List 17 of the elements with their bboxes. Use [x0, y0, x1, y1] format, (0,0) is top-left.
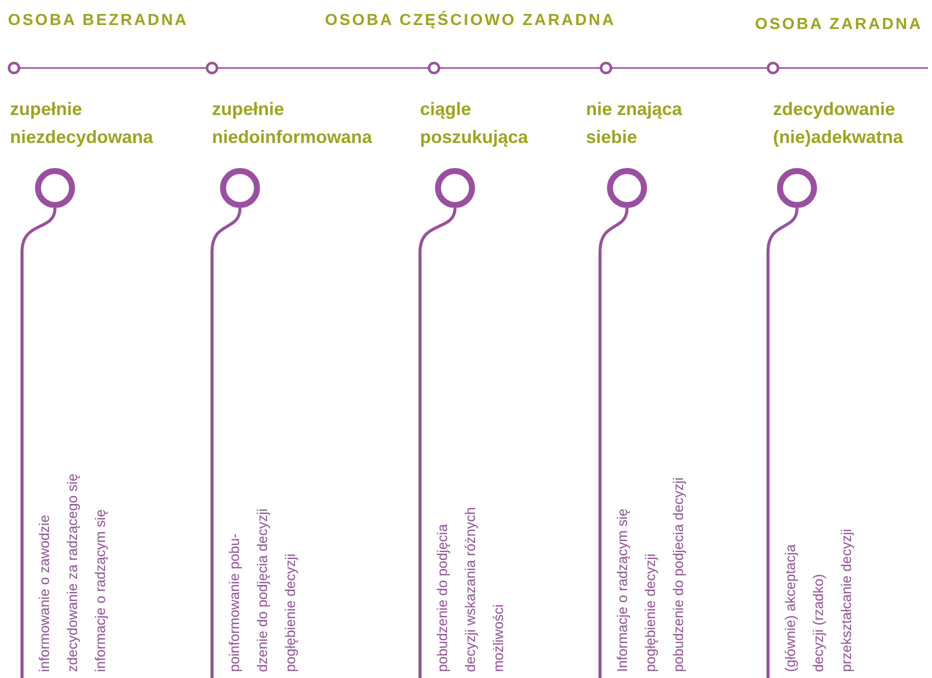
- stage-heading: nie znająca siebie: [586, 98, 684, 149]
- group-heading: OSOBA BEZRADNA: [8, 12, 188, 30]
- group-heading: OSOBA ZARADNA: [755, 16, 923, 34]
- support-text: (głównie) akceptacja decyzji (rzadko) przekształcanie decyzji: [781, 528, 855, 672]
- support-item: pobudzenie do podjecia decyzji: [669, 476, 687, 672]
- group-heading: OSOBA CZĘŚCIOWO ZARADNA: [325, 12, 616, 30]
- support-item: Informacje o radzącym się: [613, 508, 631, 672]
- stage-heading: zupełnie niedoinformowana: [212, 98, 374, 149]
- support-item: informacje o radzącym się: [91, 508, 109, 672]
- support-item: zdecydowanie za radzącego się: [63, 472, 81, 672]
- stage-heading: ciągle poszukująca: [420, 98, 530, 149]
- support-text: poinformowanie pobu- dzenie do podjęcia decyzji pogłębienie decyzji: [225, 508, 299, 672]
- support-item: informowanie o zawodzie: [35, 514, 53, 672]
- stage-heading: zupełnie niezdecydowana: [10, 98, 154, 149]
- support-item: pogłębienie decyzji: [641, 552, 659, 672]
- support-text: pobudzenie do podjęcia decyzji wskazania różnych możliwości: [433, 506, 507, 672]
- stage-heading: zdecydowanie (nie)adekwatna: [773, 98, 904, 149]
